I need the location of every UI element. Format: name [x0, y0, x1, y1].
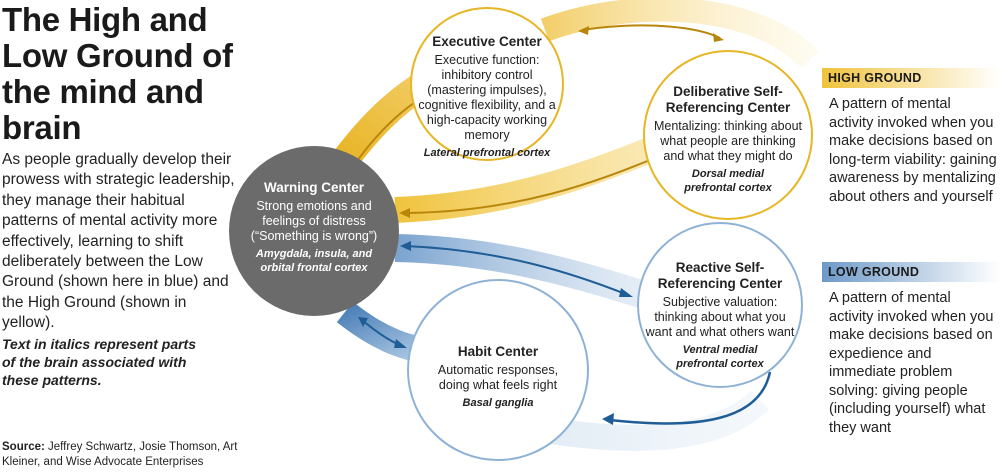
warning-desc: Strong emotions and feelings of distress…	[250, 199, 378, 243]
habit-desc: Automatic responses, doing what feels ri…	[437, 363, 559, 392]
warning-center: Warning Center Strong emotions and feeli…	[244, 180, 384, 275]
executive-center: Executive Center Executive function: inh…	[417, 34, 557, 161]
high-ground-text: A pattern of mental activity invoked whe…	[829, 96, 997, 205]
habit-brain: Basal ganglia	[462, 397, 534, 409]
warning-title: Warning Center	[263, 180, 364, 195]
reactive-brain: Ventral medial prefrontal cortex	[676, 344, 764, 370]
executive-title: Executive Center	[432, 34, 542, 49]
deliberative-brain: Dorsal medial prefrontal cortex	[684, 168, 772, 194]
low-ground-bar	[822, 262, 1000, 282]
high-ground-bar	[822, 68, 1000, 88]
habit-circle	[407, 279, 589, 461]
italics-note: Text in italics represent parts of the b…	[2, 336, 196, 388]
high-ground-label: HIGH GROUND	[828, 71, 922, 85]
band-reactive-habit	[542, 390, 770, 451]
band-executive-deliberative	[540, 0, 819, 69]
reactive-circle	[637, 222, 803, 388]
reactive-title: Reactive Self-Referencing Center	[657, 260, 783, 291]
reactive-center: Reactive Self-Referencing Center Subject…	[645, 260, 795, 371]
warning-brain: Amygdala, insula, and orbital frontal co…	[255, 248, 373, 274]
reactive-desc: Subjective valuation: thinking about wha…	[645, 295, 795, 339]
deliberative-circle	[643, 50, 813, 220]
source-credit: Source: Jeffrey Schwartz, Josie Thomson,…	[2, 440, 262, 470]
executive-circle	[410, 7, 564, 161]
executive-brain: Lateral prefrontal cortex	[423, 147, 551, 159]
deliberative-center: Deliberative Self-Referencing Center Men…	[653, 84, 803, 195]
habit-center: Habit Center Automatic responses, doing …	[428, 344, 568, 411]
arrow-reactive-habit	[609, 371, 772, 425]
deliberative-desc: Mentalizing: thinking about what people …	[653, 119, 802, 163]
arrow-executive-deliberative	[581, 24, 721, 39]
page-title: The High and Low Ground of the mind and …	[2, 1, 233, 146]
habit-title: Habit Center	[457, 344, 539, 359]
intro-text: As people gradually develop their prowes…	[2, 151, 235, 332]
low-ground-text: A pattern of mental activity invoked whe…	[829, 290, 994, 436]
source-text: Jeffrey Schwartz, Josie Thomson, Art Kle…	[2, 441, 238, 468]
arrow-deliberative-warning	[404, 159, 651, 214]
low-ground-label: LOW GROUND	[828, 265, 920, 279]
warning-circle	[229, 146, 399, 316]
deliberative-title: Deliberative Self-Referencing Center	[665, 84, 791, 115]
executive-desc: Executive function: inhibitory control (…	[418, 53, 556, 142]
source-label: Source:	[2, 441, 45, 453]
arrow-warning-reactive	[404, 245, 629, 296]
